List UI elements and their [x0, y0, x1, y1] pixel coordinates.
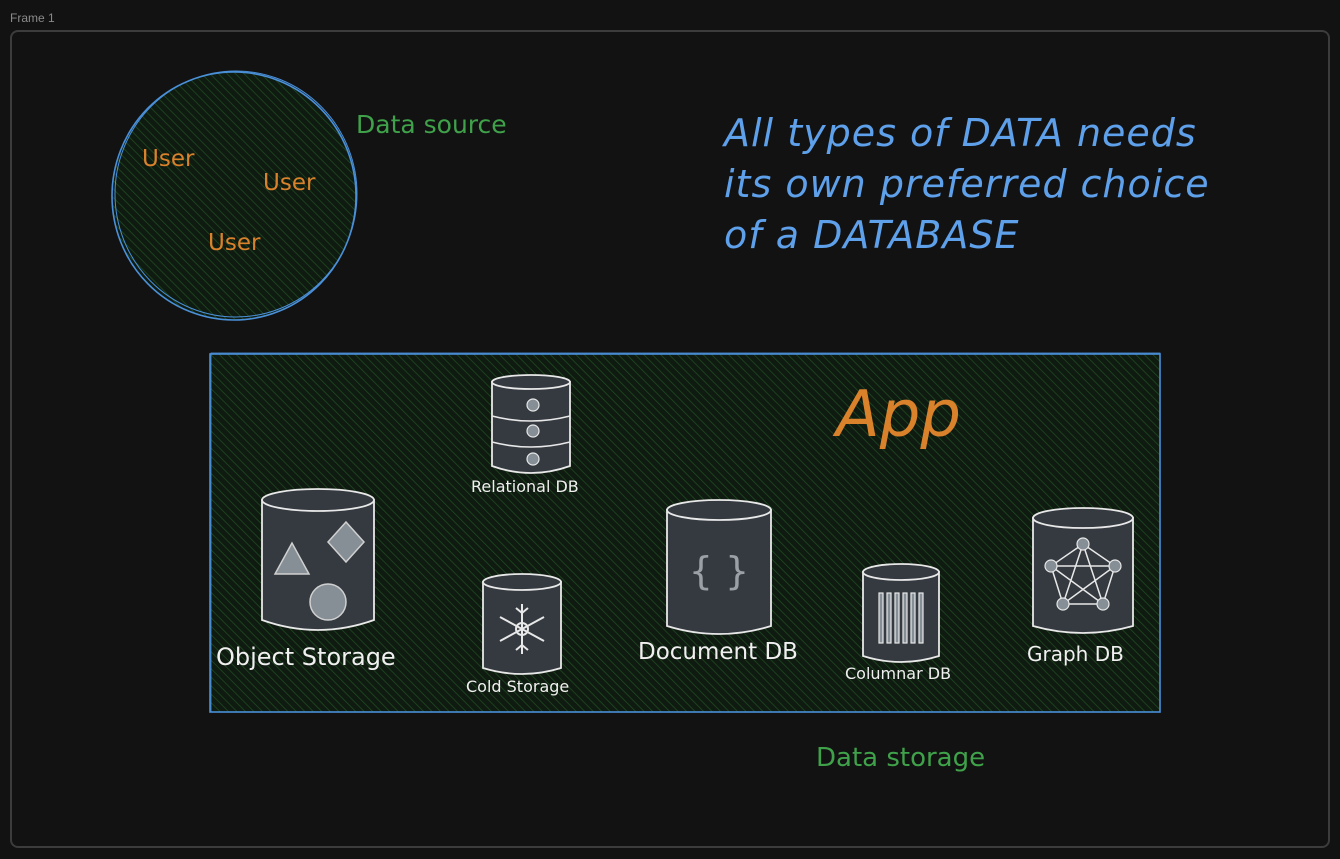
object-storage-icon[interactable]: [261, 488, 375, 631]
frame[interactable]: [10, 30, 1330, 848]
cold-storage-label: Cold Storage: [466, 677, 569, 696]
relational-db-icon[interactable]: [491, 374, 571, 474]
relational-db-label: Relational DB: [471, 477, 579, 496]
user-label-2: User: [263, 170, 316, 196]
document-db-label: Document DB: [638, 639, 798, 665]
data-source-label: Data source: [356, 110, 507, 139]
cold-storage-icon[interactable]: [482, 573, 562, 675]
user-label-3: User: [208, 230, 261, 256]
headline-line-3: of a DATABASE: [724, 213, 1020, 257]
app-title: App: [832, 378, 961, 452]
graph-db-icon[interactable]: [1032, 507, 1134, 634]
object-storage-label: Object Storage: [216, 643, 396, 671]
frame-label: Frame 1: [10, 11, 55, 25]
columnar-db-label: Columnar DB: [845, 664, 951, 683]
headline-line-2: its own preferred choice: [724, 162, 1210, 206]
document-db-icon[interactable]: [666, 499, 772, 635]
headline-line-1: All types of DATA needs: [724, 111, 1197, 155]
headline: All types of DATA needs its own preferre…: [724, 108, 1284, 261]
data-source-circle[interactable]: [111, 70, 358, 321]
user-label-1: User: [142, 146, 195, 172]
graph-db-label: Graph DB: [1027, 642, 1124, 666]
columnar-db-icon[interactable]: [862, 563, 940, 663]
document-braces-icon: { }: [689, 549, 749, 593]
data-storage-label: Data storage: [816, 743, 985, 773]
